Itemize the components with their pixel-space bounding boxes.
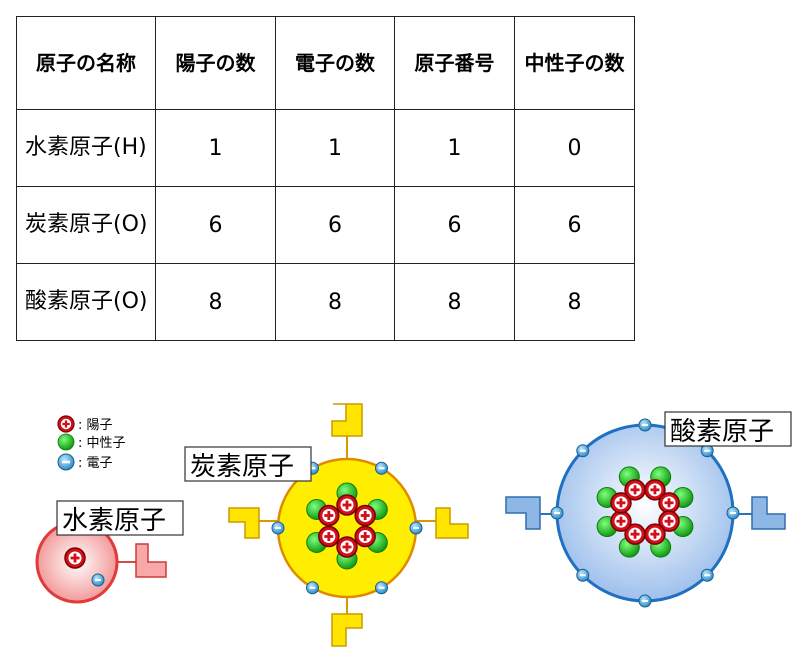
legend-proton: : 陽子 <box>57 415 113 433</box>
proton-icon <box>318 504 340 527</box>
electron-icon <box>91 573 105 587</box>
electron-icon <box>375 581 388 595</box>
neutron-icon <box>57 433 75 451</box>
electron-icon <box>550 506 564 520</box>
header-atom-name: 原子の名称 <box>16 16 156 110</box>
electron-icon <box>271 521 285 535</box>
cell-atomic-number: 1 <box>394 109 515 187</box>
cell-protons: 8 <box>155 263 276 341</box>
cell-electrons: 8 <box>275 263 395 341</box>
cell-atom-name: 酸素原子(O) <box>16 263 156 341</box>
cell-protons: 6 <box>155 186 276 264</box>
legend-electron: : 電子 <box>57 453 113 471</box>
proton-icon <box>64 547 86 569</box>
oxygen-bond-hand <box>505 496 541 530</box>
cell-neutrons: 8 <box>514 263 635 341</box>
proton-icon <box>336 494 358 516</box>
table-row: 水素原子(H) 1 1 1 0 <box>16 109 635 187</box>
carbon-bond-hand <box>331 403 363 437</box>
proton-icon <box>318 525 340 548</box>
hydrogen-label-box <box>56 500 184 536</box>
electron-icon <box>726 506 740 520</box>
hydrogen-atom: 水素原子 <box>35 500 184 604</box>
electron-icon <box>57 453 75 471</box>
legend-neutron: : 中性子 <box>57 433 126 451</box>
table-row: 炭素原子(O) 6 6 6 6 <box>16 186 635 264</box>
proton-icon <box>658 492 680 514</box>
electron-icon <box>638 418 652 432</box>
cell-atomic-number: 8 <box>394 263 515 341</box>
proton-icon <box>354 525 376 548</box>
electron-icon <box>638 594 652 608</box>
electron-icon <box>375 461 388 475</box>
header-atomic-number: 原子番号 <box>394 16 515 110</box>
hydrogen-bond-hand <box>135 543 167 578</box>
proton-icon <box>354 504 376 527</box>
header-neutron-count: 中性子の数 <box>514 16 635 110</box>
legend-electron-label: : 電子 <box>78 456 113 471</box>
cell-electrons: 1 <box>275 109 395 187</box>
oxygen-bond-hand <box>751 496 786 530</box>
oxygen-atom: 酸素原子 <box>505 411 792 608</box>
legend-proton-label: : 陽子 <box>78 418 113 433</box>
legend: : 陽子 : 中性子 : 電子 <box>57 415 126 471</box>
electron-icon <box>306 581 319 595</box>
hydrogen-label: 水素原子 <box>62 506 166 536</box>
proton-icon <box>57 415 75 433</box>
electron-icon <box>700 568 714 582</box>
electron-icon <box>576 568 590 582</box>
proton-icon <box>336 536 358 558</box>
oxygen-label-box <box>664 411 792 447</box>
cell-atomic-number: 6 <box>394 186 515 264</box>
proton-icon <box>644 523 666 545</box>
carbon-label-box <box>184 446 312 482</box>
carbon-bond-hand <box>435 507 469 539</box>
carbon-atom: 炭素原子 <box>184 403 469 647</box>
carbon-bond-hand <box>228 507 260 539</box>
atom-table: 原子の名称 陽子の数 電子の数 原子番号 中性子の数 水素原子(H) 1 1 1… <box>16 16 635 341</box>
legend-neutron-label: : 中性子 <box>78 436 126 451</box>
header-proton-count: 陽子の数 <box>155 16 276 110</box>
proton-icon <box>624 479 646 501</box>
cell-neutrons: 0 <box>514 109 635 187</box>
proton-icon <box>610 510 632 532</box>
electron-icon <box>409 521 423 535</box>
electron-icon <box>576 444 590 458</box>
cell-electrons: 6 <box>275 186 395 264</box>
oxygen-label: 酸素原子 <box>670 417 774 447</box>
carbon-label: 炭素原子 <box>190 452 294 482</box>
table-header-row: 原子の名称 陽子の数 電子の数 原子番号 中性子の数 <box>16 16 635 110</box>
table-row: 酸素原子(O) 8 8 8 8 <box>16 263 635 341</box>
carbon-bond-hand <box>331 613 363 647</box>
cell-atom-name: 炭素原子(O) <box>16 186 156 264</box>
